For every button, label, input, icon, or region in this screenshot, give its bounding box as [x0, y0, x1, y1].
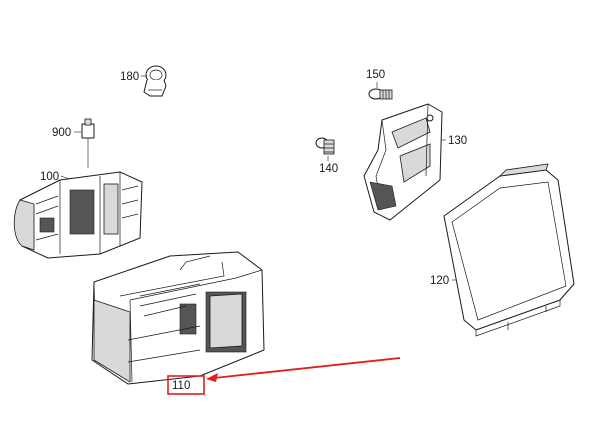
callout-130: 130	[448, 135, 467, 147]
callout-180: 180	[120, 71, 139, 83]
callout-100: 100	[40, 171, 59, 183]
control-unit-100[interactable]	[13, 171, 143, 259]
callout-900: 900	[52, 127, 71, 139]
screw-140[interactable]	[315, 137, 335, 155]
cover-120[interactable]	[443, 163, 575, 337]
callout-140: 140	[319, 163, 338, 175]
highlight-box-110	[167, 375, 205, 395]
callout-120: 120	[430, 275, 449, 287]
clip-180[interactable]	[143, 65, 167, 97]
callout-110: 110	[172, 380, 190, 392]
highlight-arrow	[206, 357, 401, 382]
bracket-130[interactable]	[363, 103, 443, 221]
connector-900[interactable]	[81, 118, 95, 168]
screw-150[interactable]	[368, 88, 393, 100]
housing-110[interactable]	[91, 251, 265, 385]
callout-150: 150	[366, 69, 385, 81]
